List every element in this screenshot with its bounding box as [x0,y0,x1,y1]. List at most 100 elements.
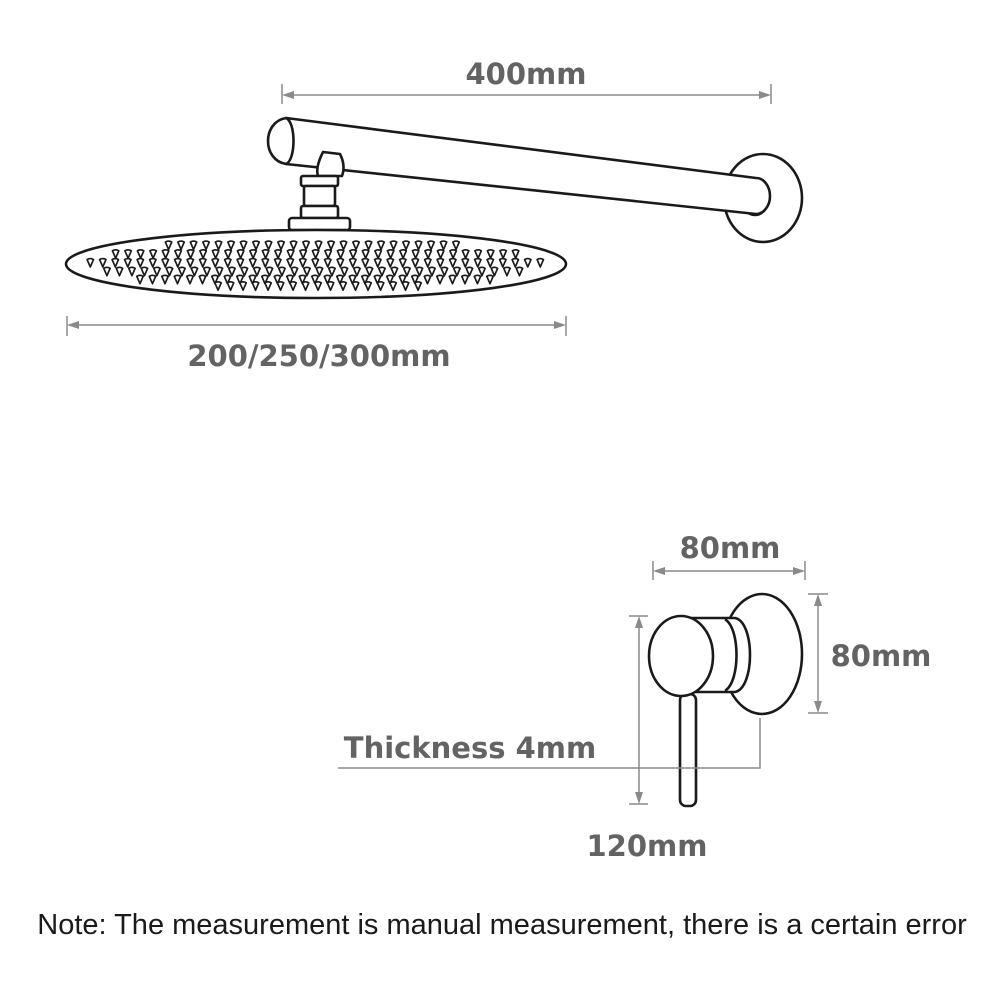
nozzle [327,266,336,277]
nozzle [261,257,270,268]
nozzle [377,266,386,277]
nozzle [385,274,395,285]
nozzle [115,266,124,277]
nozzle [435,274,445,285]
nozzle [164,240,173,251]
nozzle [289,240,298,251]
nozzle [324,248,333,260]
nozzle [124,248,133,260]
nozzle [424,248,433,260]
nozzle [348,274,357,285]
nozzle [477,266,486,277]
nozzle [111,248,120,260]
nozzle [364,280,373,292]
nozzle [426,240,436,251]
nozzle [264,240,273,251]
nozzle [490,266,499,277]
nozzle [227,266,236,277]
nozzle [198,257,207,268]
nozzle [511,257,520,268]
nozzle [389,280,398,292]
nozzle [352,266,361,277]
nozzle [485,274,495,285]
nozzle [240,266,249,277]
nozzle [236,257,245,268]
nozzle [310,274,320,285]
nozzle [390,266,399,277]
mixer-handle-cap [647,614,715,698]
nozzle [301,280,310,292]
nozzle [511,248,520,260]
nozzle [298,257,307,268]
nozzle [201,240,211,251]
nozzle [311,248,320,260]
arm-length-dimension [281,84,772,104]
nozzle [323,257,332,268]
nozzle [410,274,420,285]
nozzle [423,257,432,268]
nozzle [148,274,157,285]
nozzle [411,248,420,260]
nozzle [473,257,482,268]
nozzle [140,266,149,277]
mixer-height-dimension [808,593,828,714]
nozzle [249,248,258,260]
nozzle [177,266,186,277]
nozzle [149,248,158,260]
nozzle [160,274,170,285]
nozzle [386,248,395,260]
nozzle [439,240,448,251]
measurement-note: Note: The measurement is manual measurem… [37,909,967,941]
nozzle [111,257,120,268]
nozzle [86,257,95,268]
nozzle [414,240,423,251]
nozzle [374,248,383,260]
head-diameter-label: 200/250/300mm [187,339,450,373]
nozzle [152,266,161,277]
nozzle [189,240,198,251]
nozzle [314,280,323,292]
nozzle [301,240,311,251]
nozzle [451,240,461,251]
nozzle [351,280,360,292]
nozzle [226,240,236,251]
nozzle [273,274,282,285]
nozzle [461,248,470,260]
nozzle [536,257,545,268]
nozzle [289,280,298,292]
nozzle [460,274,470,285]
thickness-label: Thickness 4mm [344,731,596,765]
nozzle [224,248,233,260]
mixer-body-ring [724,618,738,692]
nozzle [98,257,107,268]
nozzle [277,266,286,277]
head-diameter-dimension [66,316,567,336]
thickness-leader [338,718,761,769]
nozzle [202,266,211,277]
nozzle [211,257,220,268]
nozzle [286,248,295,260]
nozzle [323,274,332,285]
nozzle [461,257,470,268]
nozzle [339,280,348,292]
nozzle [235,274,245,285]
arm-length-label: 400mm [466,57,587,91]
nozzle [465,266,474,277]
nozzle [340,266,349,277]
nozzle [436,248,445,260]
nozzle [236,248,245,260]
nozzle [165,266,174,277]
nozzle [415,266,424,277]
nozzle [186,257,195,268]
nozzle [185,274,195,285]
nozzle [440,266,449,277]
mixer-width-label: 80mm [680,531,781,565]
nozzle [339,240,348,251]
nozzle [414,280,423,292]
nozzle [486,257,495,268]
nozzle [436,257,445,268]
nozzle [199,248,208,260]
shower-head-assembly [64,116,804,300]
mixer-width-dimension [652,561,806,580]
nozzle [260,274,270,285]
